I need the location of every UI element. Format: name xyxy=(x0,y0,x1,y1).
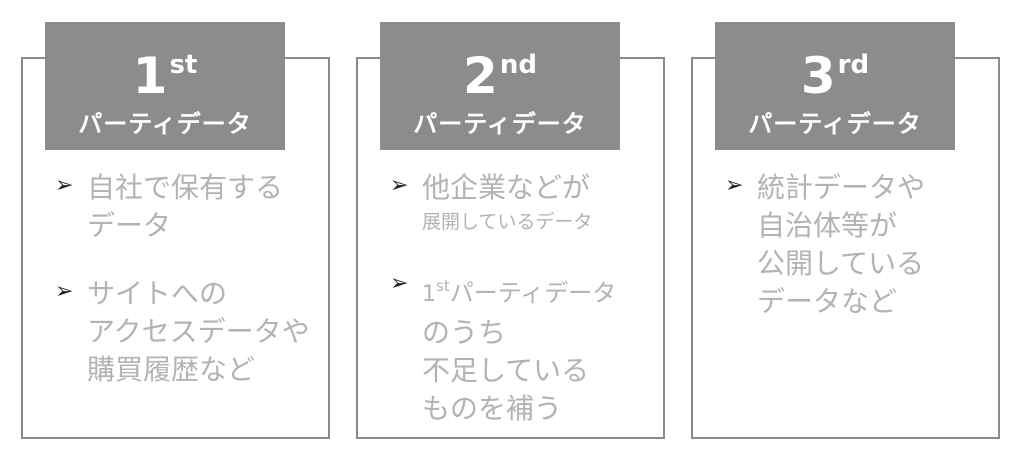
ordinal-label: 2nd xyxy=(463,47,537,105)
card-3rd-party: 3rd パーティデータ ➢ 統計データや 自治体等が 公開している データなど xyxy=(691,22,1000,439)
bullet-item: ➢ 1stパーティデータ のうち 不足している ものを補う xyxy=(388,267,659,428)
card-header: 2nd パーティデータ xyxy=(380,22,620,150)
bullet-item: ➢ サイトへの アクセスデータや 購買履歴など xyxy=(55,277,310,386)
arrowhead-icon: ➢ xyxy=(55,279,74,304)
bullet-list: ➢ 統計データや 自治体等が 公開している データなど xyxy=(723,169,994,351)
ordinal-label: 3rd xyxy=(800,47,870,105)
card-1st-party: 1st パーティデータ ➢ 自社で保有する データ ➢ サイトへの アクセスデー… xyxy=(21,22,330,439)
bullet-list: ➢ 他企業などが 展開しているデータ ➢ 1stパーティデータ のうち 不足して… xyxy=(388,169,659,458)
card-header: 3rd パーティデータ xyxy=(715,22,955,150)
bullet-first-line: 1stパーティデータ xyxy=(422,277,617,307)
bullet-item: ➢ 他企業などが 展開しているデータ xyxy=(390,171,593,233)
arrowhead-icon: ➢ xyxy=(390,271,409,296)
card-title: パーティデータ xyxy=(413,110,587,138)
arrowhead-icon: ➢ xyxy=(725,173,744,198)
arrowhead-icon: ➢ xyxy=(390,173,409,198)
bullet-list: ➢ 自社で保有する データ ➢ サイトへの アクセスデータや 購買履歴など xyxy=(53,169,324,419)
card-header: 1st パーティデータ xyxy=(45,22,285,150)
arrowhead-icon: ➢ xyxy=(55,173,74,198)
card-title: パーティデータ xyxy=(748,110,922,138)
bullet-item: ➢ 統計データや 自治体等が 公開している データなど xyxy=(725,171,926,318)
card-2nd-party: 2nd パーティデータ ➢ 他企業などが 展開しているデータ ➢ 1stパーティ… xyxy=(356,22,665,439)
card-title: パーティデータ xyxy=(78,110,252,138)
bullet-item: ➢ 自社で保有する データ xyxy=(55,171,284,242)
ordinal-label: 1st xyxy=(132,47,198,105)
